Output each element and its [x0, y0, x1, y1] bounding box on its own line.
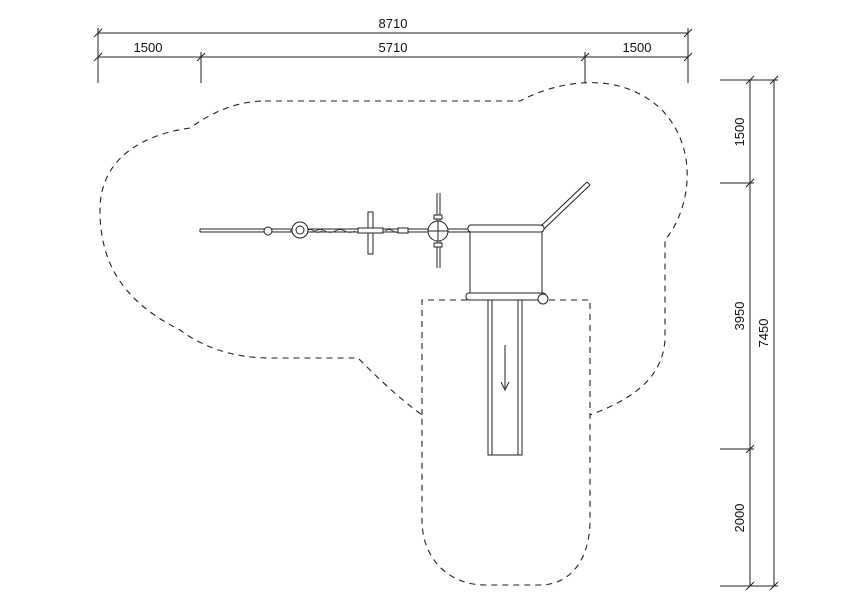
steering-clamp — [433, 214, 443, 220]
dim-label-equipment-width: 5710 — [379, 40, 408, 55]
play-equipment — [199, 181, 591, 456]
dim-tick — [745, 75, 755, 85]
top-dimensions: 8710 1500 5710 1500 — [93, 16, 693, 83]
dim-label-overall-width: 8710 — [379, 16, 408, 31]
access-ladder-end — [586, 181, 591, 186]
dim-label-overall-height: 7450 — [756, 319, 771, 348]
dim-label-left-margin: 1500 — [134, 40, 163, 55]
ball-joint — [263, 226, 273, 236]
right-dimensions: 1500 3950 2000 7450 — [720, 75, 779, 591]
dim-label-right-margin: 1500 — [623, 40, 652, 55]
safety-zone-outline — [99, 82, 688, 586]
dim-tick — [745, 444, 755, 454]
dim-tick — [745, 581, 755, 591]
access-ladder — [540, 181, 588, 227]
tower-rail-bottom — [465, 292, 547, 301]
connector-clamp — [397, 227, 409, 234]
arrow-head-icon — [500, 381, 510, 392]
handle-crossbar — [357, 227, 384, 234]
dim-tick — [769, 75, 779, 85]
tower-rail-top — [467, 224, 545, 233]
access-ladder — [543, 184, 591, 230]
steering-clamp — [433, 242, 443, 248]
dim-tick — [745, 178, 755, 188]
dim-label-bottom-margin: 2000 — [732, 504, 747, 533]
chain-segment — [314, 229, 356, 233]
tower-post — [537, 293, 549, 305]
dim-label-top-margin: 1500 — [732, 118, 747, 147]
dim-tick — [769, 581, 779, 591]
dim-label-equipment-depth: 3950 — [732, 302, 747, 331]
tower-platform — [469, 224, 543, 300]
rotating-disc-hub — [295, 225, 305, 235]
